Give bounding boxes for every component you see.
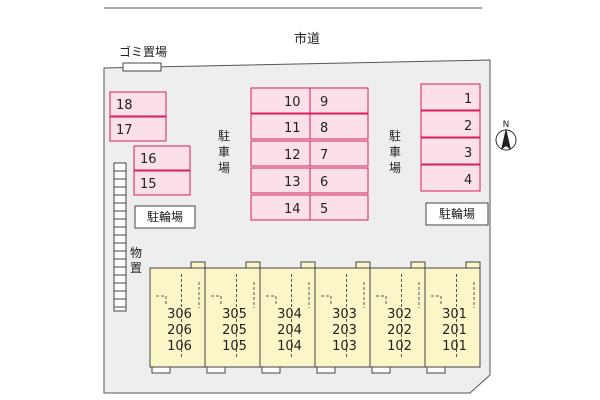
parking-label-1: 1 [464,92,472,107]
unit-number-304: 304 [277,307,302,322]
parking-space-17 [109,116,167,142]
apartment-building: 3062061063052051053042041043032031033022… [149,261,481,374]
unit-number-203: 203 [332,323,357,338]
unit-number-306: 306 [167,307,192,322]
parking-space-15 [133,170,191,196]
parking-label-14: 14 [284,202,301,217]
unit-number-201: 201 [442,323,467,338]
north-compass-icon: N [495,120,517,151]
unit-number-103: 103 [332,339,357,354]
unit-number-303: 303 [332,307,357,322]
parking-label-16: 16 [140,152,157,167]
storage-strip [113,162,127,312]
parking-space-18 [109,91,167,117]
parking-label-10: 10 [284,95,301,110]
unit-number-204: 204 [277,323,302,338]
storage-label-2: 置 [130,261,142,275]
unit-number-102: 102 [387,339,412,354]
unit-number-105: 105 [222,339,247,354]
parking-space-16 [133,145,191,171]
parking-label-center-3: 場 [218,161,230,175]
storage-label-1: 物 [130,246,142,260]
parking-label-right-2: 車 [389,145,401,159]
parking-label-2: 2 [464,119,472,134]
bike-label-right: 駐輪場 [439,206,475,221]
unit-number-305: 305 [222,307,247,322]
unit-number-301: 301 [442,307,467,322]
unit-number-202: 202 [387,323,412,338]
bike-label-left: 駐輪場 [147,209,183,224]
parking-label-6: 6 [320,175,328,190]
parking-label-right-3: 場 [389,161,401,175]
garbage-area [122,62,162,72]
parking-left-group: 18 17 16 15 [109,91,191,196]
parking-label-17: 17 [116,123,133,138]
bike-parking-left [134,205,196,229]
parking-label-18: 18 [116,98,133,113]
parking-right-group: 1 2 3 4 [420,83,481,192]
parking-label-right-1: 駐 [389,128,401,143]
parking-label-center-2: 車 [218,145,230,159]
unit-number-302: 302 [387,307,412,322]
parking-label-3: 3 [464,146,472,161]
unit-number-101: 101 [442,339,467,354]
parking-label-15: 15 [140,177,157,192]
parking-label-4: 4 [464,173,472,188]
unit-number-106: 106 [167,339,192,354]
road-label: 市道 [294,31,320,47]
parking-label-9: 9 [320,95,328,110]
parking-label-8: 8 [320,121,328,136]
parking-label-7: 7 [320,148,328,163]
parking-label-11: 11 [284,121,301,136]
bike-parking-right [425,202,489,226]
parking-label-center-1: 駐 [218,128,230,143]
unit-number-104: 104 [277,339,302,354]
parking-label-13: 13 [284,175,301,190]
parking-label-5: 5 [320,202,328,217]
parking-label-12: 12 [284,148,301,163]
parking-center-group: 10 11 12 13 14 9 8 7 6 5 [250,87,369,221]
north-label: N [503,120,510,130]
unit-number-205: 205 [222,323,247,338]
garbage-label: ゴミ置場 [119,44,167,59]
unit-number-206: 206 [167,323,192,338]
